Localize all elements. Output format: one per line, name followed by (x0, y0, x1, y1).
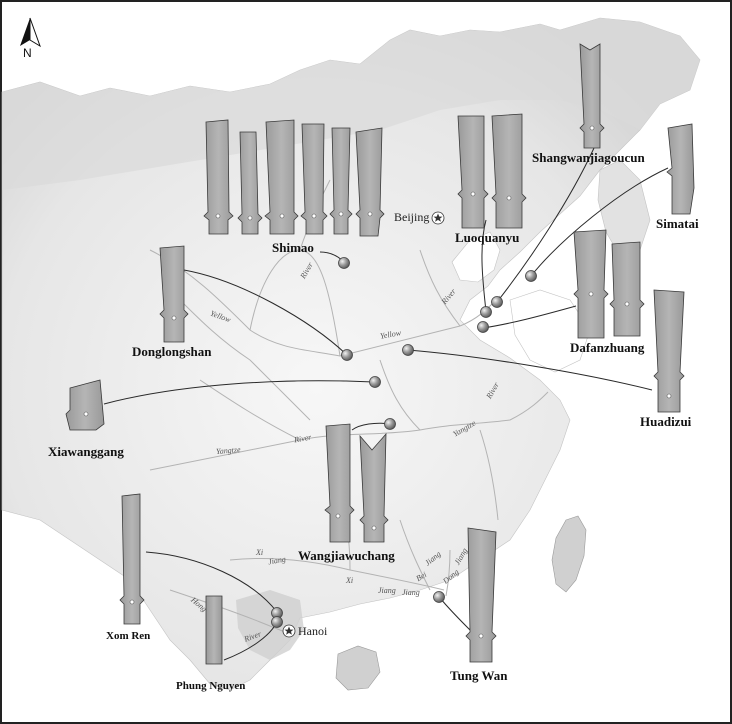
star-icon (282, 624, 296, 638)
leader-simatai (530, 167, 669, 277)
label-huadizui: Huadizui (640, 414, 692, 429)
marker-shangwanjiagoucun[interactable] (491, 296, 503, 308)
land-shading-north (2, 18, 700, 190)
label-donglongshan: Donglongshan (132, 344, 212, 359)
leader-xomren (145, 551, 278, 613)
label-xomren: Xom Ren (106, 630, 151, 642)
river-label-jiang-4: Jiang (402, 588, 420, 597)
artifact-shimao-4 (300, 123, 328, 235)
label-beijing: Beijing (394, 210, 430, 224)
artifact-simatai (666, 123, 695, 215)
hole-17 (129, 599, 135, 605)
hole-13 (666, 393, 672, 399)
artifact-wangjiawuchang-1 (324, 423, 355, 543)
marker-wangjiawuchang[interactable] (384, 418, 396, 430)
hole-7 (470, 191, 476, 197)
artifact-holes (83, 125, 672, 639)
artifact-xomren (119, 493, 145, 625)
hole-15 (335, 513, 341, 519)
leader-donglongshan (183, 269, 348, 356)
leader-huadizui (407, 349, 653, 391)
artifact-shimao-1 (203, 119, 234, 235)
label-phungnguyen: Phung Nguyen (176, 680, 246, 692)
river-label-xi-1: Xi (256, 548, 264, 557)
hole-11 (624, 301, 630, 307)
label-shimao: Shimao (272, 240, 314, 255)
tributary-1 (179, 299, 311, 421)
taiwan-island (551, 515, 587, 593)
leader-xiawanggang (103, 380, 375, 405)
label-wangjiawuchang: Wangjiawuchang (298, 548, 395, 563)
hainan-island (335, 645, 381, 691)
label-hanoi: Hanoi (298, 624, 328, 638)
hole-18 (478, 633, 484, 639)
artifact-shimao-2 (237, 131, 263, 235)
label-dafanzhuang: Dafanzhuang (570, 340, 645, 355)
marker-xiawanggang[interactable] (369, 376, 381, 388)
hole-2 (247, 215, 253, 221)
artifact-huadizui (653, 289, 685, 413)
artifact-shimao-3 (264, 119, 299, 235)
river-label-jiang-2: Jiang (378, 586, 396, 595)
red-river-region (236, 590, 304, 660)
marker-tungwan[interactable] (433, 591, 445, 603)
hole-10 (588, 291, 594, 297)
artifacts (65, 43, 695, 665)
yangtze-river (149, 391, 549, 471)
marker-shimao[interactable] (338, 257, 350, 269)
hole-5 (338, 211, 344, 217)
north-arrow-icon (20, 17, 41, 48)
hole-16 (371, 525, 377, 531)
river-network (149, 179, 549, 635)
hole-1 (215, 213, 221, 219)
dong-river (445, 549, 451, 597)
leader-luoquanyu (481, 219, 487, 313)
river-label-xi-2: Xi (346, 576, 354, 585)
marker-xomren-2[interactable] (271, 616, 283, 628)
label-tungwan: Tung Wan (450, 668, 508, 683)
hole-3 (279, 213, 285, 219)
compass-letter: N (23, 46, 32, 60)
label-luoquanyu: Luoquanyu (455, 230, 520, 245)
artifact-phungnguyen (205, 595, 223, 665)
artifact-dafanzhuang-1 (573, 229, 609, 339)
artifact-donglongshan (159, 245, 189, 343)
tributary-7 (419, 249, 461, 327)
marker-luoquanyu[interactable] (480, 306, 492, 318)
leader-shangwanjiagoucun (496, 147, 595, 303)
marker-simatai[interactable] (525, 270, 537, 282)
star-icon (431, 211, 445, 225)
marker-donglongshan[interactable] (341, 349, 353, 361)
city-stars (282, 211, 445, 638)
tributary-2 (379, 359, 421, 431)
hole-4 (311, 213, 317, 219)
label-xiawanggang: Xiawanggang (48, 444, 124, 459)
hole-9 (589, 125, 595, 131)
hole-12 (171, 315, 177, 321)
artifact-tungwan (465, 527, 497, 663)
artifact-wangjiawuchang-2 (359, 432, 389, 543)
marker-huadizui[interactable] (402, 344, 414, 356)
leader-dafanzhuang (482, 305, 577, 329)
artifact-shimao-5 (329, 127, 353, 235)
bei-river (399, 519, 431, 591)
artifact-dafanzhuang-2 (609, 241, 645, 337)
hole-8 (506, 195, 512, 201)
artifact-shangwanjiagoucun (579, 43, 605, 149)
hole-14 (83, 411, 89, 417)
marker-dafanzhuang[interactable] (477, 321, 489, 333)
hole-6 (367, 211, 373, 217)
artifact-luoquanyu-1 (457, 115, 489, 229)
yellow-sea (509, 289, 591, 373)
tributary-5 (479, 429, 499, 521)
bohai-sea (451, 231, 501, 283)
label-shangwanjiagoucun: Shangwanjiagoucun (532, 150, 645, 165)
artifact-luoquanyu-2 (491, 113, 527, 229)
site-markers (271, 257, 537, 628)
artifact-shimao-6 (355, 127, 385, 237)
artifact-xiawanggang (65, 379, 105, 431)
label-simatai: Simatai (656, 216, 699, 231)
